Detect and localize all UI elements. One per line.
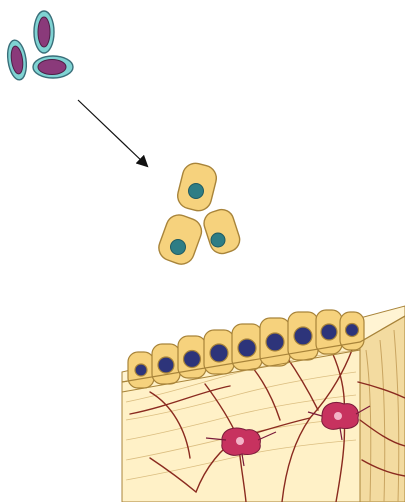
teal-stem-cell-icon	[5, 39, 28, 81]
yellow-differentiating-cell-icon	[175, 161, 219, 214]
teal-stem-cell-icon	[34, 11, 54, 53]
differentiating-cells-group	[155, 161, 243, 268]
transition-arrow-icon	[78, 100, 145, 164]
tissue-block-icon	[122, 306, 405, 502]
teal-stem-cell-icon	[33, 56, 73, 78]
stem-cells-group	[5, 11, 73, 81]
yellow-differentiating-cell-icon	[155, 211, 205, 267]
yellow-differentiating-cell-icon	[201, 206, 243, 256]
